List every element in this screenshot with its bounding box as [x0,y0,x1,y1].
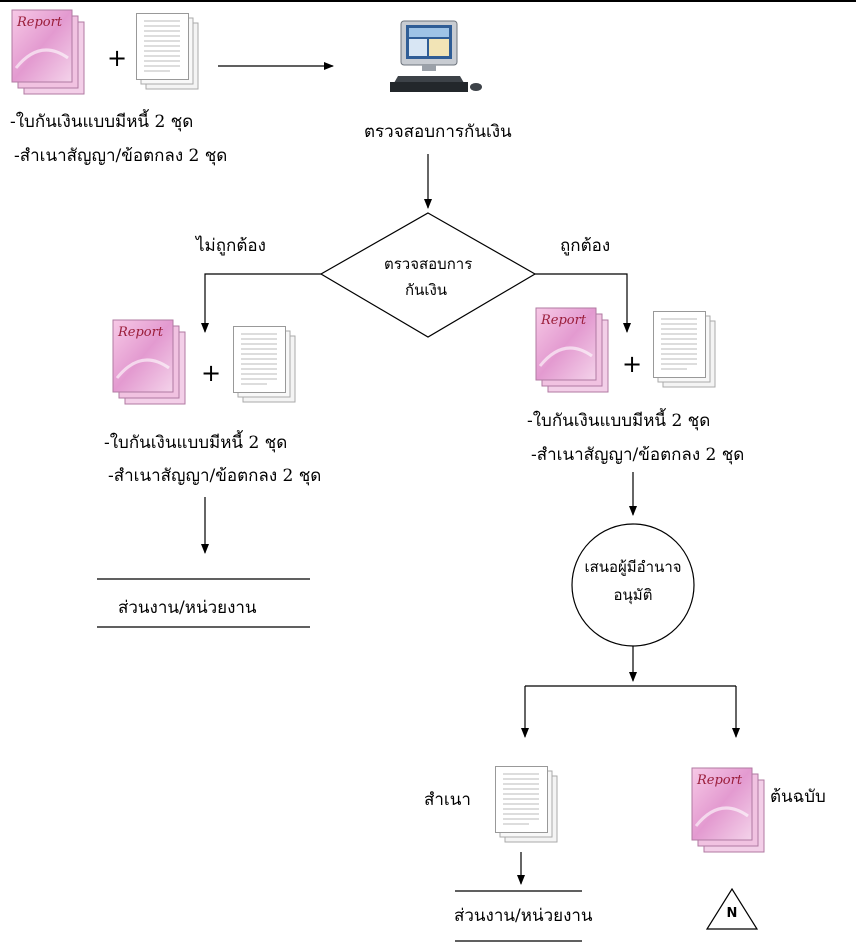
plus-sign: + [201,359,222,387]
report-icon: Report [11,9,85,95]
terminator-triangle [705,887,759,930]
store-label: ส่วนงาน/หน่วยงาน [454,906,593,926]
document-icon [233,326,296,403]
report-icon: Report [691,767,765,853]
doc-list-line-2: -สำเนาสัญญา/ข้อตกลง 2 ชุด [108,466,322,486]
doc-list-line-2: -สำเนาสัญญา/ข้อตกลง 2 ชุด [14,146,228,166]
incorrect-label: ไม่ถูกต้อง [196,236,266,256]
decision-label-1: ตรวจสอบการ [384,255,473,273]
terminator-label: N [726,906,738,921]
svg-text:Report: Report [696,773,743,788]
svg-text:Report: Report [16,15,63,30]
original-label: ต้นฉบับ [770,787,826,807]
computer-label: ตรวจสอบการกันเงิน [364,122,512,142]
approve-label-2: อนุมัติ [613,586,653,604]
report-icon: Report [535,307,609,393]
decision-label-2: กันเงิน [405,281,448,299]
document-icon [136,13,199,90]
svg-text:Report: Report [117,325,164,340]
decision-diamond [319,212,537,338]
plus-sign: + [622,350,643,378]
doc-list-line-1: -ใบกันเงินแบบมีหนี้ 2 ชุด [10,112,194,132]
doc-list-line-2: -สำเนาสัญญา/ข้อตกลง 2 ชุด [531,445,745,465]
computer-icon [390,20,482,92]
approve-label-1: เสนอผู้มีอำนาจ [584,558,682,576]
plus-sign: + [107,44,128,72]
store-label: ส่วนงาน/หน่วยงาน [118,598,257,618]
copy-label: สำเนา [424,790,471,810]
arrow-right-branch [535,273,631,333]
svg-text:Report: Report [540,313,587,328]
document-icon [495,766,558,843]
arrow-left-branch [201,273,321,333]
correct-label: ถูกต้อง [560,236,611,256]
doc-list-line-1: -ใบกันเงินแบบมีหนี้ 2 ชุด [104,433,288,453]
document-icon [653,311,716,388]
doc-list-line-1: -ใบกันเงินแบบมีหนี้ 2 ชุด [527,411,711,431]
report-icon: Report [112,319,186,405]
